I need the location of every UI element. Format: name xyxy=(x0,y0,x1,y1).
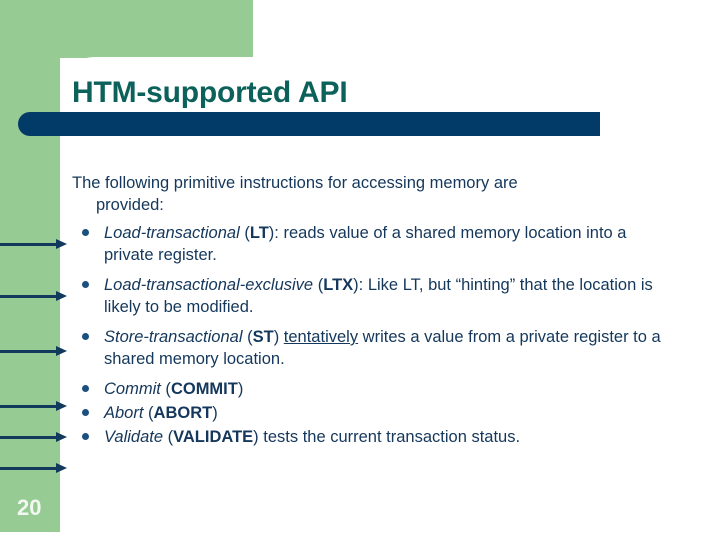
arrow-shaft xyxy=(0,243,58,246)
bullet-open-paren: ( xyxy=(160,380,171,398)
bullet-code: VALIDATE xyxy=(173,428,254,446)
list-item: Load-transactional (LT): reads value of … xyxy=(72,222,680,266)
bullet-open-paren: ( xyxy=(242,328,253,346)
arrow-shaft xyxy=(0,436,58,439)
bullet-term: Validate xyxy=(104,428,164,446)
pointer-arrow-icon xyxy=(0,432,68,442)
lead-line-1: The following primitive instructions for… xyxy=(72,174,518,192)
green-left-column-decoration xyxy=(0,0,60,532)
arrow-head xyxy=(56,239,67,249)
bullet-term: Load-transactional-exclusive xyxy=(104,276,314,294)
lead-line-2: provided: xyxy=(96,196,164,214)
arrow-head xyxy=(56,346,67,356)
bullet-close-paren: ) xyxy=(273,328,284,346)
bullet-code: COMMIT xyxy=(170,380,238,398)
arrow-shaft xyxy=(0,405,58,408)
bullet-dot-icon xyxy=(82,333,89,340)
pointer-arrow-icon xyxy=(0,463,68,473)
bullet-term: Commit xyxy=(104,380,161,398)
bullet-close-paren: ) xyxy=(212,404,218,422)
arrow-shaft xyxy=(0,467,58,470)
title-underline-bar-decoration xyxy=(18,112,600,136)
arrow-shaft xyxy=(0,350,58,353)
bullet-dot-icon xyxy=(82,281,89,288)
bullet-rest: writes a value from a private register t… xyxy=(104,328,661,368)
bullet-dot-icon xyxy=(82,409,89,416)
bullet-code: LTX xyxy=(323,276,354,294)
bullet-code: ST xyxy=(252,328,274,346)
bullet-rest: reads value of a shared memory location … xyxy=(104,224,627,264)
arrow-head xyxy=(56,291,67,301)
bullet-code: ABORT xyxy=(153,404,213,422)
bullet-open-paren: ( xyxy=(143,404,154,422)
list-item: Validate (VALIDATE) tests the current tr… xyxy=(72,426,680,448)
bullet-close-paren: ): xyxy=(353,276,368,294)
lead-paragraph: The following primitive instructions for… xyxy=(72,172,680,216)
bullet-open-paren: ( xyxy=(239,224,250,242)
arrow-head xyxy=(56,463,67,473)
arrow-head xyxy=(56,432,67,442)
bullet-close-paren: ) xyxy=(237,380,244,398)
bullet-dot-icon xyxy=(82,229,89,236)
bullet-term: Abort xyxy=(104,404,144,422)
arrow-shaft xyxy=(0,295,58,298)
bullet-close-paren: ): xyxy=(268,224,284,242)
white-content-panel xyxy=(61,57,720,540)
pointer-arrow-icon xyxy=(0,291,68,301)
bullet-close-paren: ) xyxy=(253,428,264,446)
bullet-term: Store-transactional xyxy=(104,328,243,346)
list-item: Store-transactional (ST) tentatively wri… xyxy=(72,326,680,370)
pointer-arrow-icon xyxy=(0,346,68,356)
bullet-rest: Like LT, but “hinting” that the location… xyxy=(104,276,653,316)
page-title: HTM-supported API xyxy=(72,76,348,109)
slide-body: The following primitive instructions for… xyxy=(72,172,680,450)
bullet-dot-icon xyxy=(82,433,89,440)
list-item: Abort (ABORT) xyxy=(72,402,680,424)
pointer-arrow-icon xyxy=(0,401,68,411)
slide-number: 20 xyxy=(17,495,42,520)
bullet-list: Load-transactional (LT): reads value of … xyxy=(72,222,680,448)
bullet-open-paren: ( xyxy=(313,276,324,294)
bullet-code: LT xyxy=(249,224,269,242)
list-item: Commit (COMMIT) xyxy=(72,378,680,400)
bullet-rest: tests the current transaction status. xyxy=(263,428,521,446)
list-item: Load-transactional-exclusive (LTX): Like… xyxy=(72,274,680,318)
bullet-open-paren: ( xyxy=(163,428,174,446)
pointer-arrow-icon xyxy=(0,239,68,249)
arrow-head xyxy=(56,401,67,411)
bullet-dot-icon xyxy=(82,385,89,392)
bullet-underlined-word: tentatively xyxy=(283,328,359,346)
bullet-term: Load-transactional xyxy=(104,224,240,242)
